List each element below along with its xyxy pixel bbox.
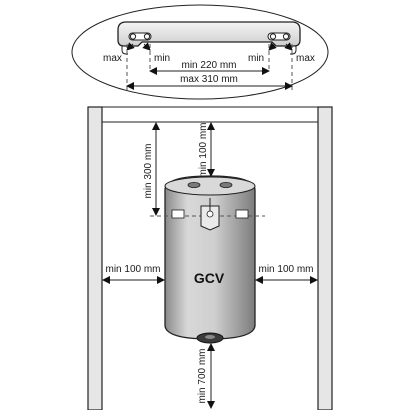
label-max-left: max <box>103 53 122 64</box>
water-heater: GCV <box>150 175 265 344</box>
clearance-left-text: min 100 mm <box>105 264 160 275</box>
right-wall <box>317 106 333 410</box>
mounting-bracket <box>117 21 301 47</box>
installation-view: GCV min 300 mm min 100 mm min 100 mm min… <box>87 106 333 410</box>
heater-mount-plate <box>200 205 220 231</box>
brand-label: GCV <box>194 270 225 286</box>
clearance-right-text: min 100 mm <box>258 264 313 275</box>
heater-top-cap <box>164 176 256 196</box>
clearance-bottom-text: min 700 mm <box>197 348 208 403</box>
label-max-right: max <box>296 53 315 64</box>
bracket-detail: max min min max min 220 mm max 310 mm <box>71 4 329 100</box>
label-min-right: min <box>248 53 264 64</box>
left-wall <box>87 106 103 410</box>
detail-ellipse <box>71 4 329 100</box>
heater-body <box>164 175 256 340</box>
clearance-top-ceiling-text: min 300 mm <box>143 143 154 198</box>
label-min-left: min <box>154 53 170 64</box>
dimension-max-text: max 310 mm <box>180 74 238 85</box>
clearance-top-heater-text: min 100 mm <box>198 122 209 177</box>
dimension-min-text: min 220 mm <box>181 60 236 71</box>
